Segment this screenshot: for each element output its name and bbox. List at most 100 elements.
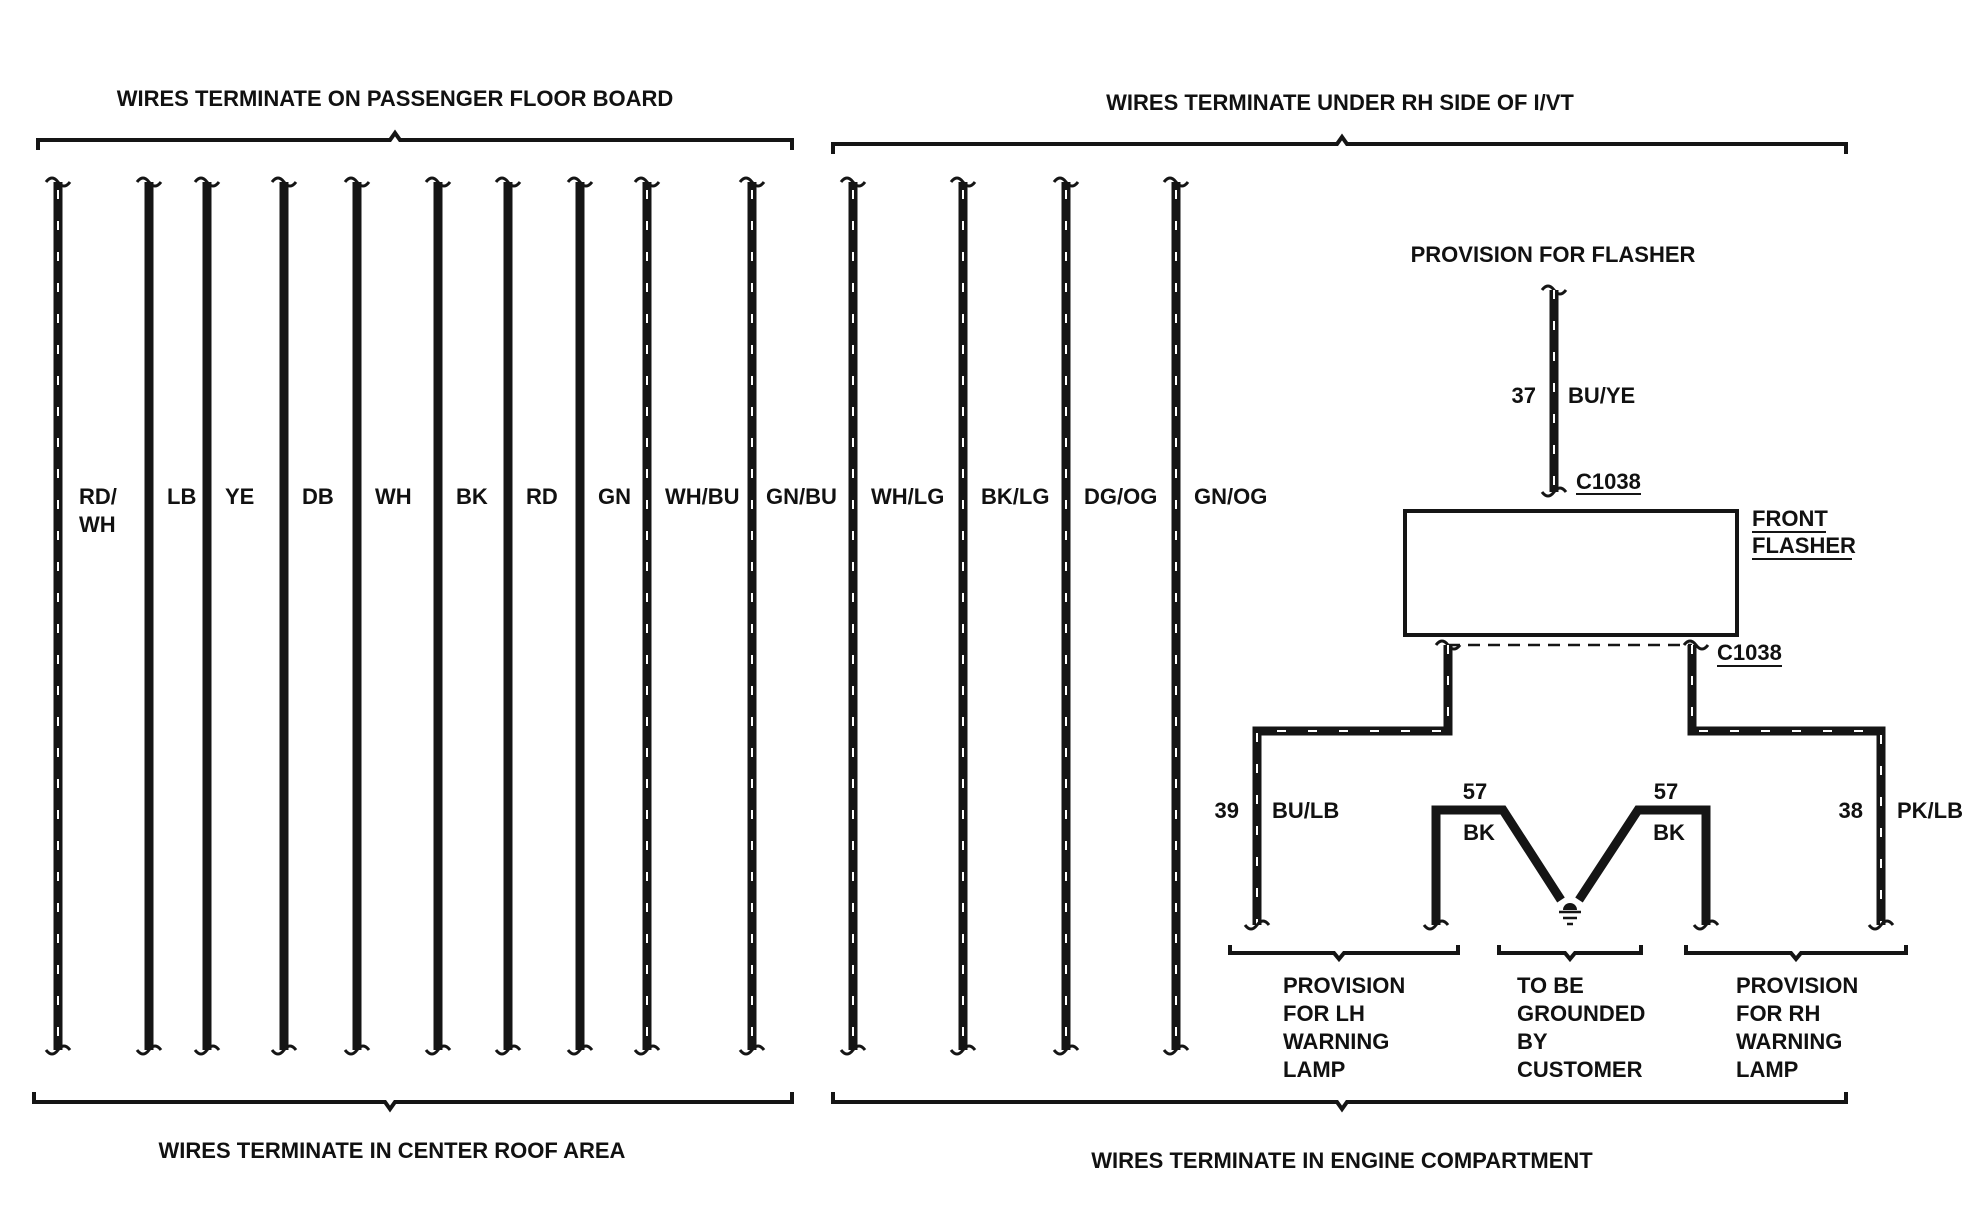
note-ground-line: GROUNDED	[1517, 1001, 1645, 1026]
note-rh-line: FOR RH	[1736, 1001, 1820, 1026]
note-rh-line: LAMP	[1736, 1057, 1798, 1082]
wire-color-label: GN	[598, 484, 631, 509]
ground-icon	[1559, 903, 1581, 926]
wire-color-label: LB	[167, 484, 196, 509]
front-flasher-label-line1: FRONT	[1752, 506, 1828, 531]
wire-color-label: WH	[79, 512, 116, 537]
wire-wh-lg: WH/LG	[839, 176, 944, 1056]
wire-bk: BK	[424, 176, 488, 1056]
wire-rd-wh: RD/WH	[44, 176, 117, 1056]
wire-57-right-terminal	[1692, 919, 1720, 931]
wire-group: RD/WH LB YE DB WH BK RD GN WH/BU GN/BU WH/LG BK/LG D…	[44, 176, 1267, 1056]
bracket-bottom-left	[32, 1092, 794, 1113]
wire-bottom-terminal	[44, 1044, 72, 1056]
wire-ye: YE	[193, 176, 254, 1056]
wire-57-left-terminal	[1422, 919, 1450, 931]
header-engine-compartment: WIRES TERMINATE IN ENGINE COMPARTMENT	[1091, 1148, 1593, 1173]
note-rh-line: PROVISION	[1736, 973, 1858, 998]
wire-bottom-terminal	[633, 1044, 661, 1056]
front-flasher-box	[1403, 509, 1739, 637]
wire-bottom-terminal	[566, 1044, 594, 1056]
note-rh-warning-lamp: PROVISION FOR RH WARNING LAMP	[1736, 973, 1858, 1082]
wire-39	[1252, 645, 1453, 925]
wire-bk-right-label: BK	[1653, 820, 1685, 845]
connector-c1038-top: C1038	[1576, 469, 1641, 494]
header-center-roof-area: WIRES TERMINATE IN CENTER ROOF AREA	[159, 1138, 626, 1163]
note-ground-line: CUSTOMER	[1517, 1057, 1643, 1082]
bracket-ground	[1497, 945, 1643, 963]
wire-color-label: WH/LG	[871, 484, 944, 509]
wire-bottom-terminal	[494, 1044, 522, 1056]
circuit-37-label: 37	[1512, 383, 1536, 408]
wire-color-label: WH	[375, 484, 412, 509]
wire-color-label: WH/BU	[665, 484, 740, 509]
wire-37-bottom-terminal	[1540, 486, 1568, 498]
bracket-top-left	[36, 129, 794, 150]
circuit-57-right-label: 57	[1654, 779, 1678, 804]
wire-wh-bu: WH/BU	[633, 176, 740, 1056]
note-lh-line: LAMP	[1283, 1057, 1345, 1082]
flasher-circuit: PROVISION FOR FLASHER 37 BU/YE C1038 FRO…	[1215, 242, 1963, 1082]
bracket-bottom-right	[831, 1092, 1848, 1113]
note-lh-warning-lamp: PROVISION FOR LH WARNING LAMP	[1283, 973, 1405, 1082]
wire-pk-lb-label: PK/LB	[1897, 798, 1963, 823]
bracket-lh-lamp	[1228, 945, 1460, 963]
wire-bk-left-label: BK	[1463, 820, 1495, 845]
wire-wh: WH	[343, 176, 412, 1056]
provision-for-flasher-label: PROVISION FOR FLASHER	[1411, 242, 1696, 267]
wire-38-stripe	[1691, 645, 1882, 925]
note-lh-line: WARNING	[1283, 1029, 1389, 1054]
note-rh-line: WARNING	[1736, 1029, 1842, 1054]
header-passenger-floor-board: WIRES TERMINATE ON PASSENGER FLOOR BOARD	[117, 86, 674, 111]
wire-bottom-terminal	[270, 1044, 298, 1056]
note-grounded-by-customer: TO BE GROUNDED BY CUSTOMER	[1517, 973, 1645, 1082]
circuit-39-label: 39	[1215, 798, 1239, 823]
wire-dg-og: DG/OG	[1052, 176, 1157, 1056]
wire-bottom-terminal	[738, 1044, 766, 1056]
header-rh-side: WIRES TERMINATE UNDER RH SIDE OF I/VT	[1106, 90, 1574, 115]
wire-color-label: GN/OG	[1194, 484, 1267, 509]
wire-lb: LB	[135, 176, 196, 1056]
wire-bottom-terminal	[1162, 1044, 1190, 1056]
wire-57-right	[1575, 805, 1711, 925]
wire-color-label: RD	[526, 484, 558, 509]
bracket-top-right	[831, 133, 1848, 154]
wire-bottom-terminal	[193, 1044, 221, 1056]
note-ground-line: TO BE	[1517, 973, 1584, 998]
wire-color-label: DB	[302, 484, 334, 509]
wire-38-bottom-terminal	[1867, 919, 1895, 931]
wire-bottom-terminal	[343, 1044, 371, 1056]
wire-bottom-terminal	[839, 1044, 867, 1056]
wire-bottom-terminal	[135, 1044, 163, 1056]
wire-color-label: BK/LG	[981, 484, 1049, 509]
circuit-57-left-label: 57	[1463, 779, 1487, 804]
wire-gn-og: GN/OG	[1162, 176, 1267, 1056]
wire-bottom-terminal	[949, 1044, 977, 1056]
wire-39-bottom-terminal	[1243, 919, 1271, 931]
wire-db: DB	[270, 176, 334, 1056]
note-lh-line: PROVISION	[1283, 973, 1405, 998]
note-ground-line: BY	[1517, 1029, 1548, 1054]
wire-gn: GN	[566, 176, 631, 1056]
wire-bottom-terminal	[424, 1044, 452, 1056]
wire-bk-lg: BK/LG	[949, 176, 1049, 1056]
front-flasher-label-line2: FLASHER	[1752, 533, 1856, 558]
wire-rd: RD	[494, 176, 558, 1056]
wire-38	[1687, 645, 1886, 925]
wire-bu-ye-label: BU/YE	[1568, 383, 1635, 408]
wire-color-label: RD/	[79, 484, 117, 509]
bracket-rh-lamp	[1684, 945, 1908, 963]
wire-39-stripe	[1256, 645, 1449, 925]
wire-color-label: DG/OG	[1084, 484, 1157, 509]
note-lh-line: FOR LH	[1283, 1001, 1365, 1026]
wire-color-label: GN/BU	[766, 484, 837, 509]
wire-bu-lb-label: BU/LB	[1272, 798, 1339, 823]
wire-gn-bu: GN/BU	[738, 176, 837, 1056]
wire-color-label: BK	[456, 484, 488, 509]
wire-bottom-terminal	[1052, 1044, 1080, 1056]
connector-c1038-bottom: C1038	[1717, 640, 1782, 665]
circuit-38-label: 38	[1839, 798, 1863, 823]
wire-color-label: YE	[225, 484, 254, 509]
wire-57-left	[1431, 805, 1565, 925]
